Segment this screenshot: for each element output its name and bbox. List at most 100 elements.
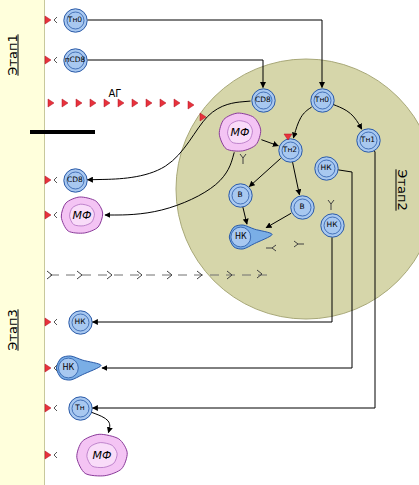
cell-membrane: [251, 88, 274, 111]
cell-label: Тн: [75, 404, 85, 412]
connector-arrow: [105, 152, 234, 215]
cell-label: Тн0: [315, 96, 329, 104]
cell-node: Тн0: [310, 88, 335, 113]
macrophage-body: [61, 197, 102, 233]
cell-membrane: [320, 213, 343, 236]
macrophage-node: МФ: [74, 432, 130, 478]
connector-arrow: [93, 151, 376, 408]
stage-band: Этап1Этап3: [0, 0, 45, 485]
cell-label: НК: [235, 233, 247, 241]
cell-membrane: [310, 88, 333, 111]
plasma-cell-nucleus: [59, 358, 79, 378]
connector-arrow: [88, 20, 323, 88]
cell-label: Тн0: [68, 16, 82, 24]
macrophage-body: [219, 113, 260, 151]
macrophage-node: МФ: [217, 111, 263, 153]
cell-nucleus: [67, 172, 84, 189]
connector-arrow: [93, 238, 333, 323]
cell-nucleus: [282, 142, 299, 159]
cell-node: Тн: [68, 396, 93, 421]
stage-label: Этап2: [396, 169, 409, 210]
cell-membrane: [290, 195, 313, 218]
antigen-marks: [48, 99, 292, 140]
cell-label: МФ: [231, 127, 250, 138]
stage-label: Этап3: [6, 309, 19, 350]
antibody-symbols: [47, 154, 334, 279]
cell-label: CD8: [255, 96, 271, 104]
connector-arrow: [249, 158, 280, 186]
receptor-marks: [45, 16, 51, 459]
cell-label: НК: [75, 318, 86, 326]
connector-arrow: [243, 207, 247, 224]
cell-membrane: [63, 48, 86, 71]
cell-nucleus: [255, 92, 272, 109]
node-outline: [175, 58, 419, 320]
connector-arrow: [293, 107, 311, 138]
cell-node: В: [228, 183, 253, 208]
stage-circle: Этап2 CD8 Тн0МФ Тн2 Тн1НК В В НК НК: [175, 58, 419, 320]
cell-node: CD8: [251, 88, 276, 113]
cell-label: НК: [63, 364, 75, 372]
cell-label: Тн1: [361, 136, 375, 144]
cell-nucleus: [294, 199, 311, 216]
cell-nucleus: [324, 217, 341, 234]
cell-label: Тн2: [283, 146, 297, 154]
cell-node: НК: [314, 156, 339, 181]
connector-arrow: [334, 105, 362, 130]
connector-arrow: [102, 170, 352, 368]
antibody-flow: [50, 275, 268, 276]
plasma-cell-node: НК: [54, 355, 102, 381]
cell-label: МФ: [73, 210, 92, 221]
macrophage-body: [77, 434, 127, 476]
connector-arrow: [88, 60, 264, 88]
cell-label: МФ: [93, 450, 112, 461]
band-edge: [44, 0, 45, 485]
cell-nucleus: [318, 160, 335, 177]
cell-node: НК: [320, 213, 345, 238]
cell-membrane: [314, 156, 337, 179]
stage-circle-shape: [176, 59, 419, 319]
node-outline: [54, 355, 102, 381]
cell-nucleus: [67, 12, 84, 29]
macrophage-node: МФ: [59, 195, 105, 235]
cell-membrane: [278, 138, 301, 161]
receptor-lines: [54, 17, 57, 458]
cell-membrane: [356, 128, 379, 151]
connector-arrow: [293, 162, 300, 195]
cell-nucleus: [72, 400, 89, 417]
cell-membrane: [68, 396, 91, 419]
connector-arrow: [87, 101, 250, 180]
connector-arrow: [92, 412, 110, 432]
cell-membrane: [228, 183, 251, 206]
cell-nucleus: [360, 132, 377, 149]
cell-node: пCD8: [63, 48, 88, 73]
cell-nucleus: [72, 314, 89, 331]
stage-label: Этап1: [6, 34, 19, 75]
plasma-cell-body: [56, 356, 101, 380]
cell-node: Тн1: [356, 128, 381, 153]
cell-node: CD8: [63, 168, 88, 193]
cell-label: В: [237, 191, 242, 199]
cell-node: НК: [68, 310, 93, 335]
plasma-cell-body: [229, 225, 272, 249]
band-fill: [0, 0, 45, 485]
stage-divider-bar: [30, 130, 95, 134]
cell-nucleus: [232, 187, 249, 204]
cell-node: Тн2: [278, 138, 303, 163]
antigen-label: АГ: [109, 89, 122, 99]
cell-label: НК: [327, 221, 338, 229]
cell-label: В: [299, 203, 304, 211]
macrophage-nucleus: [228, 121, 253, 144]
connector-arrow: [261, 140, 278, 146]
node-outline: [227, 224, 273, 250]
macrophage-nucleus: [70, 204, 95, 226]
cell-membrane: [63, 8, 86, 31]
plasma-cell-nucleus: [231, 227, 251, 247]
plasma-cell-node: НК: [227, 224, 273, 250]
cell-membrane: [63, 168, 86, 191]
cell-label: пCD8: [65, 56, 86, 64]
cell-membrane: [68, 310, 91, 333]
cell-label: НК: [321, 164, 332, 172]
